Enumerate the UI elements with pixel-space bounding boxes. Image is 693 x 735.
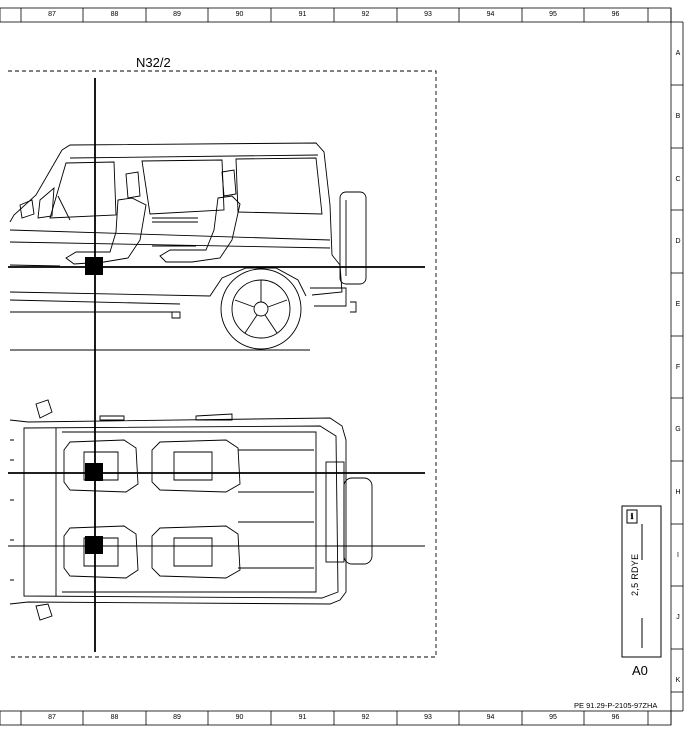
ground-label: A0 bbox=[632, 663, 648, 678]
vehicle-top-view bbox=[9, 399, 373, 621]
column-label: 87 bbox=[48, 11, 56, 18]
column-label: 92 bbox=[361, 11, 370, 18]
component-label: N32/2 bbox=[136, 55, 171, 70]
column-label: 94 bbox=[486, 11, 495, 18]
column-label: 88 bbox=[110, 714, 119, 721]
row-ruler: A B C D E F G H I J K L bbox=[671, 22, 693, 711]
sensor-location-lines bbox=[8, 78, 425, 652]
column-label: 91 bbox=[298, 11, 307, 18]
row-label: H bbox=[675, 489, 681, 496]
row-label: C bbox=[675, 176, 681, 183]
row-label: D bbox=[675, 238, 681, 245]
column-label: 87 bbox=[48, 714, 56, 721]
column-ruler-bottom: 87 88 89 90 91 92 93 94 95 96 bbox=[0, 711, 671, 725]
sensor-marker-side bbox=[85, 257, 103, 275]
sensor-marker-top-right bbox=[85, 536, 103, 554]
info-icon: ℹ bbox=[630, 512, 634, 521]
column-label: 93 bbox=[424, 11, 432, 18]
sheet-frame bbox=[0, 7, 684, 726]
column-label: 89 bbox=[173, 11, 181, 18]
sensor-marker-top-left bbox=[85, 463, 103, 481]
column-label: 95 bbox=[549, 714, 557, 721]
row-label: B bbox=[675, 113, 681, 120]
connector-box bbox=[621, 505, 662, 658]
document-reference: PE 91.29-P-2105-97ZHA bbox=[574, 701, 658, 710]
column-label: 89 bbox=[173, 714, 181, 721]
row-label: K bbox=[675, 677, 681, 684]
column-label: 96 bbox=[611, 714, 620, 721]
column-label: 91 bbox=[298, 714, 307, 721]
column-label: 90 bbox=[235, 714, 244, 721]
component-boundary bbox=[8, 70, 437, 658]
column-ruler-top: 87 88 89 90 91 92 93 94 95 96 bbox=[0, 8, 671, 22]
column-label: 90 bbox=[235, 11, 244, 18]
row-label: F bbox=[675, 364, 681, 371]
column-label: 96 bbox=[611, 11, 620, 18]
column-label: 93 bbox=[424, 714, 432, 721]
row-label: I bbox=[677, 552, 679, 559]
wire-label: 2,5 RDYE bbox=[630, 553, 640, 596]
column-label: 95 bbox=[549, 11, 557, 18]
row-label: J bbox=[676, 614, 680, 621]
column-label: 88 bbox=[110, 11, 119, 18]
vehicle-side-view bbox=[9, 142, 367, 351]
row-label: A bbox=[675, 50, 681, 57]
row-label: E bbox=[675, 301, 681, 308]
row-label: G bbox=[675, 426, 681, 433]
column-label: 94 bbox=[486, 714, 495, 721]
column-label: 92 bbox=[361, 714, 370, 721]
